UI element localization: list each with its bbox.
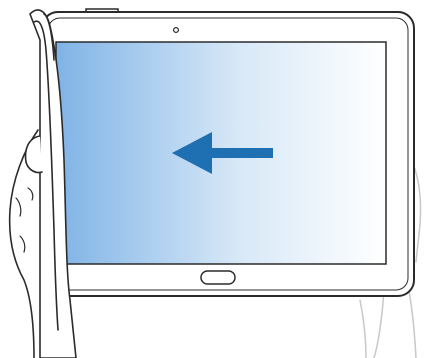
home-button-icon: [201, 271, 235, 284]
